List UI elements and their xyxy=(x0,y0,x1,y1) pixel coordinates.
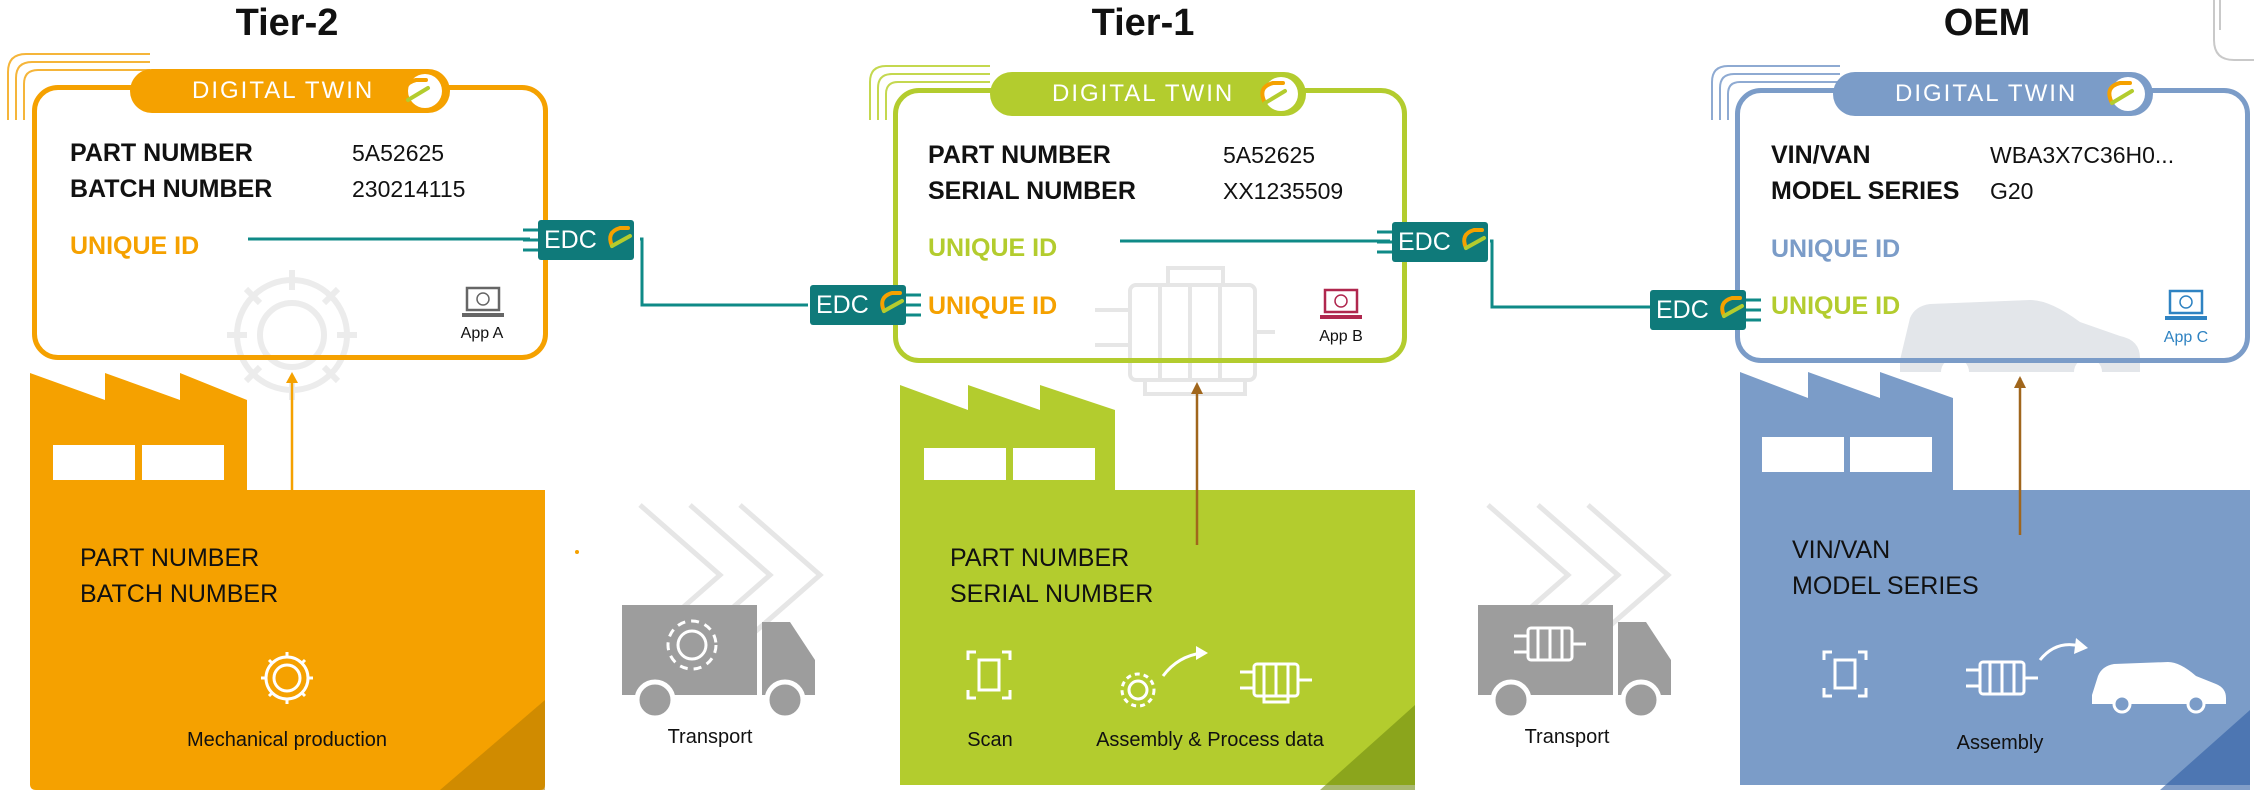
twin-row-label: VIN/VAN xyxy=(1771,141,1871,169)
truck-icon xyxy=(622,605,815,721)
truck-icon xyxy=(1478,605,1671,721)
car-icon xyxy=(2092,662,2226,714)
tier-2-title: Tier-2 xyxy=(235,2,339,44)
tier-1-factory xyxy=(900,385,1415,790)
oem-factory-text: VIN/VAN MODEL SERIES xyxy=(1792,532,1979,604)
digital-twin-label: DIGITAL TWIN xyxy=(1895,80,2078,107)
digital-twin-header: DIGITAL TWIN xyxy=(1833,72,2153,116)
received-unique-id-label: UNIQUE ID xyxy=(928,292,1058,320)
catena-logo-icon xyxy=(408,74,442,108)
laptop-icon[interactable] xyxy=(460,285,506,321)
twin-row-value: 5A52625 xyxy=(1223,142,1316,168)
edc-label: EDC xyxy=(544,226,597,254)
digital-twin-header: DIGITAL TWIN xyxy=(130,69,450,113)
factory-line: PART NUMBER xyxy=(80,544,260,572)
catena-logo-icon xyxy=(2111,77,2145,111)
twin-row-value: 5A52625 xyxy=(352,140,445,166)
edc-connector[interactable]: EDC xyxy=(1650,290,1746,330)
received-unique-id-label: UNIQUE ID xyxy=(1771,292,1901,320)
edc-connector[interactable]: EDC xyxy=(810,285,906,325)
twin-row-label: MODEL SERIES xyxy=(1771,177,1960,205)
motor-icon xyxy=(1240,662,1312,704)
factory-line: MODEL SERIES xyxy=(1792,572,1979,600)
unique-id-label: UNIQUE ID xyxy=(928,234,1058,262)
car-watermark-icon xyxy=(1900,300,2140,386)
factory-line: VIN/VAN xyxy=(1792,536,1891,564)
edc-label: EDC xyxy=(816,291,869,319)
scan-caption: Scan xyxy=(967,729,1013,751)
laptop-icon[interactable] xyxy=(2163,288,2209,324)
edc-connector[interactable]: EDC xyxy=(1392,222,1488,262)
scan-icon xyxy=(1822,650,1868,698)
tier-1-factory-text: PART NUMBER SERIAL NUMBER xyxy=(950,540,1153,612)
app-label: App C xyxy=(2163,329,2209,346)
unique-id-label: UNIQUE ID xyxy=(1771,235,1901,263)
factory-line: SERIAL NUMBER xyxy=(950,580,1154,608)
assembly-caption: Assembly xyxy=(1956,732,2044,754)
gear-icon xyxy=(261,652,313,704)
motor-icon xyxy=(1966,660,2038,696)
twin-row-value: G20 xyxy=(1990,178,2034,204)
app-label: App A xyxy=(460,325,504,342)
tier-2-factory xyxy=(30,373,545,790)
assembly-process-caption: Assembly & Process data xyxy=(1096,729,1324,751)
oem-title: OEM xyxy=(1943,2,2031,44)
laptop-icon[interactable] xyxy=(1318,287,1364,323)
motor-icon xyxy=(1514,626,1586,662)
scan-icon xyxy=(966,650,1012,700)
catena-logo-icon xyxy=(1264,77,1298,111)
twin-row-value: WBA3X7C36H0... xyxy=(1990,142,2175,168)
gear-icon xyxy=(666,619,718,671)
motor-watermark-icon xyxy=(1095,266,1275,396)
twin-row-value: XX1235509 xyxy=(1223,178,1344,204)
twin-row-label: PART NUMBER xyxy=(928,141,1111,169)
edc-label: EDC xyxy=(1398,228,1451,256)
edc-connector[interactable]: EDC xyxy=(538,220,634,260)
digital-twin-header: DIGITAL TWIN xyxy=(990,72,1306,116)
twin-row-value: 230214115 xyxy=(352,176,466,202)
digital-twin-label: DIGITAL TWIN xyxy=(192,77,375,104)
tier-1-title: Tier-1 xyxy=(1091,2,1195,44)
edc-label: EDC xyxy=(1656,296,1709,324)
app-label: App B xyxy=(1319,328,1363,345)
tier-2-factory-text: PART NUMBER BATCH NUMBER xyxy=(80,540,278,612)
twin-row-label: SERIAL NUMBER xyxy=(928,177,1136,205)
mechanical-production-caption: Mechanical production xyxy=(186,729,388,751)
twin-row-label: BATCH NUMBER xyxy=(70,175,273,203)
twin-row-label: PART NUMBER xyxy=(70,139,253,167)
gear-icon xyxy=(1120,672,1156,708)
factory-line: BATCH NUMBER xyxy=(80,580,279,608)
digital-twin-label: DIGITAL TWIN xyxy=(1052,80,1235,107)
unique-id-label: UNIQUE ID xyxy=(70,232,200,260)
transport-caption: Transport xyxy=(1524,726,1610,748)
transport-caption: Transport xyxy=(667,726,753,748)
factory-line: PART NUMBER xyxy=(950,544,1130,572)
